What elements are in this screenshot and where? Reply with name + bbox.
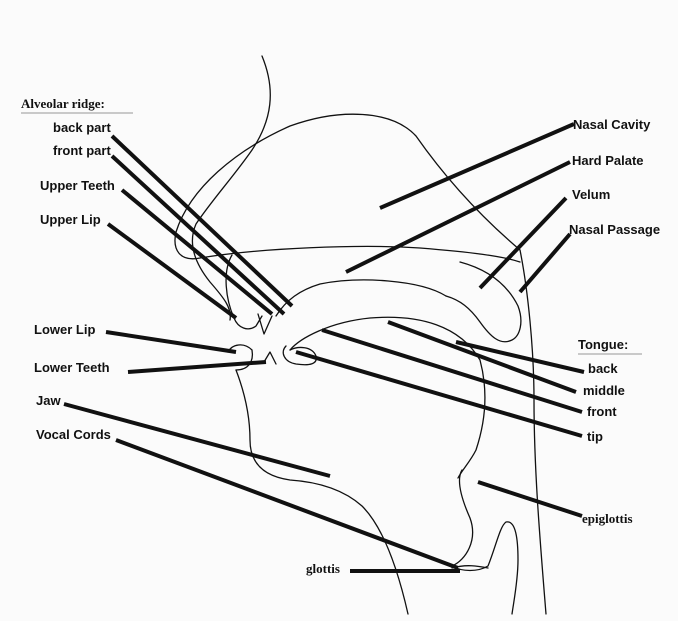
label-tongue-back: back [588, 362, 618, 375]
pointer-vocal-cords [116, 440, 458, 568]
label-velum: Velum [572, 188, 610, 201]
pointer-tongue-back [456, 342, 584, 372]
label-glottis: glottis [306, 562, 340, 575]
label-tongue-middle: middle [583, 384, 625, 397]
label-back-part: back part [53, 121, 111, 134]
pointer-back-part [112, 136, 292, 306]
label-jaw: Jaw [36, 394, 61, 407]
label-front-part: front part [53, 144, 111, 157]
pointer-nasal-cavity [380, 124, 574, 208]
label-upper-teeth: Upper Teeth [40, 179, 115, 192]
jaw-path [236, 370, 408, 614]
alveolar-ridge-heading: Alveolar ridge: [21, 97, 133, 114]
label-nasal-passage: Nasal Passage [569, 223, 660, 236]
velum-path [446, 262, 521, 342]
upper-teeth-path [258, 314, 272, 334]
label-lower-lip: Lower Lip [34, 323, 95, 336]
pointer-lower-teeth [128, 362, 266, 372]
pointer-hard-palate [346, 162, 570, 272]
pointer-tongue-tip [296, 352, 582, 436]
label-lower-teeth: Lower Teeth [34, 361, 110, 374]
pharynx-back-wall-path [520, 250, 546, 614]
epiglottis-path [452, 470, 473, 566]
pointer-nasal-passage [520, 234, 570, 292]
label-hard-palate: Hard Palate [572, 154, 644, 167]
label-vocal-cords: Vocal Cords [36, 428, 111, 441]
label-tongue-front: front [587, 405, 617, 418]
label-nasal-cavity: Nasal Cavity [573, 118, 650, 131]
label-tongue-tip: tip [587, 430, 603, 443]
hard-palate-path [276, 280, 446, 316]
pointer-velum [480, 198, 566, 288]
label-epiglottis: epiglottis [582, 512, 633, 525]
pointer-lower-lip [106, 332, 236, 352]
pointer-epiglottis [478, 482, 582, 516]
tongue-heading: Tongue: [578, 338, 642, 355]
pointer-lines [64, 124, 584, 571]
pointer-upper-lip [108, 224, 236, 318]
label-upper-lip: Upper Lip [40, 213, 101, 226]
